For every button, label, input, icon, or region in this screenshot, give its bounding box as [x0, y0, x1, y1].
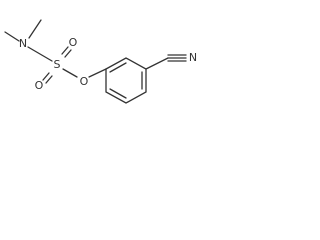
bond-left-methyl [4, 31, 20, 42]
nitrile-nitrogen-label: N [189, 51, 197, 64]
benzene-ring [105, 57, 147, 104]
ring-double-bond-3 [109, 88, 127, 99]
bond-top-methyl [28, 19, 42, 39]
ester-oxygen-label: O [80, 75, 89, 88]
amine-nitrogen-label: N [19, 37, 27, 50]
bond-n-s [27, 46, 53, 62]
bond-s-o-top-2 [64, 49, 72, 58]
ring-double-bond-1 [109, 62, 127, 73]
bond-s-o-top-1 [61, 46, 69, 55]
structure-diagram: N S O O O N [4, 19, 197, 104]
bond-o-ring [88, 68, 107, 78]
sulfonyl-oxygen-bottom-label: O [35, 79, 44, 92]
bond-ring-nitrile-carbon [145, 57, 169, 70]
bond-s-o-bottom-1 [42, 72, 50, 81]
bond-s-o-bottom-2 [45, 75, 53, 84]
sulfonyl-oxygen-top-label: O [69, 36, 78, 49]
bond-s-o-ester [62, 68, 78, 78]
sulfur-label: S [54, 58, 61, 71]
chemical-structure-canvas: N S O O O N [0, 0, 205, 128]
